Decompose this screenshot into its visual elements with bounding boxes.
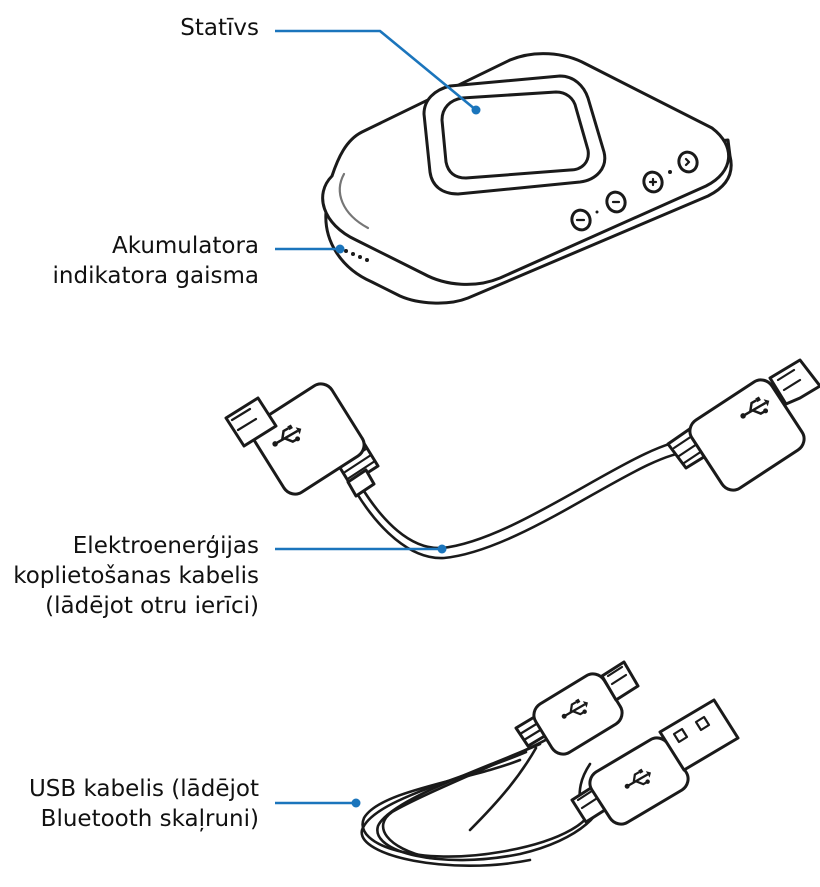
- speaker-buttons: [570, 150, 699, 232]
- label-stand-text: Statīvs: [180, 15, 259, 41]
- label-usb-cable: USB kabelis (lādējot Bluetooth skaļruni): [29, 774, 259, 834]
- label-usb-cable-line-1: USB kabelis (lādējot: [28, 776, 259, 802]
- label-power-sharing-cable-line-2: koplietošanas kabelis: [13, 563, 259, 589]
- battery-indicator-light: [344, 249, 369, 262]
- label-battery-indicator-line-1: Akumulatora: [111, 233, 259, 259]
- usb-to-micro-usb-cable: [360, 660, 740, 867]
- bluetooth-speaker-device: [321, 52, 733, 305]
- leader-dot-power-sharing-cable: [437, 544, 447, 554]
- label-battery-indicator-line-2: indikatora gaisma: [52, 263, 259, 289]
- label-power-sharing-cable: Elektroenerģijas koplietošanas kabelis (…: [13, 531, 259, 621]
- label-power-sharing-cable-line-3: (lādējot otru ierīci): [45, 593, 259, 619]
- label-battery-indicator: Akumulatora indikatora gaisma: [53, 231, 259, 291]
- label-usb-cable-line-2: Bluetooth skaļruni): [40, 806, 259, 832]
- leader-line-stand: [275, 29, 477, 112]
- leader-dot-battery-indicator: [335, 244, 345, 254]
- label-power-sharing-cable-line-1: Elektroenerģijas: [72, 533, 259, 559]
- label-stand: Statīvs: [180, 13, 259, 43]
- leader-dot-stand: [471, 105, 481, 115]
- leader-dot-usb-cable: [351, 798, 361, 808]
- micro-usb-to-micro-usb-cable: [224, 358, 820, 560]
